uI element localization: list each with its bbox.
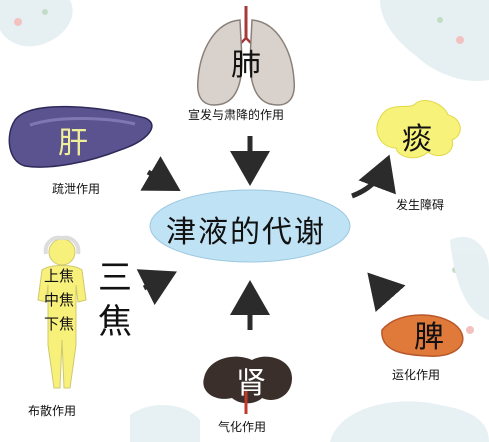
sanjiao-caption: 布散作用 bbox=[28, 404, 77, 418]
arrow-spleen-to-center bbox=[367, 272, 406, 312]
decor-top-left bbox=[0, 0, 73, 47]
kidney-illustration bbox=[203, 356, 292, 414]
liver-char: 肝 bbox=[58, 126, 88, 161]
kidney-caption: 气化作用 bbox=[218, 420, 267, 434]
upper-jiao-label: 上焦 bbox=[44, 267, 75, 285]
phlegm-illustration bbox=[376, 100, 461, 159]
decor-bottom-right bbox=[330, 236, 489, 442]
center-ellipse bbox=[149, 189, 351, 263]
lung-caption: 宣发与肃降的作用 bbox=[188, 108, 285, 122]
arrow-liver-to-center bbox=[140, 156, 181, 192]
body-illustration bbox=[37, 235, 87, 389]
lower-jiao-label: 下焦 bbox=[44, 315, 75, 333]
liver-illustration bbox=[8, 105, 153, 168]
lung-char: 肺 bbox=[231, 48, 261, 83]
sanjiao-char-top: 三 bbox=[98, 258, 132, 298]
phlegm-caption: 发生障碍 bbox=[396, 198, 445, 212]
liver-caption: 疏泄作用 bbox=[52, 182, 101, 196]
spleen-illustration bbox=[381, 314, 464, 357]
spleen-caption: 运化作用 bbox=[392, 368, 441, 382]
decor-top-right bbox=[380, 0, 489, 81]
sanjiao-char-bottom: 焦 bbox=[98, 302, 132, 342]
decor-bottom-left bbox=[130, 404, 200, 442]
center-title: 津液的代谢 bbox=[166, 215, 326, 250]
spleen-char: 脾 bbox=[414, 320, 444, 355]
middle-jiao-label: 中焦 bbox=[44, 291, 75, 309]
kidney-char: 肾 bbox=[236, 366, 266, 401]
arrow-sanjiao-to-center bbox=[136, 269, 177, 306]
lung-illustration bbox=[197, 6, 295, 106]
phlegm-char: 痰 bbox=[402, 122, 432, 157]
arrow-center-to-phlegm bbox=[351, 154, 396, 199]
